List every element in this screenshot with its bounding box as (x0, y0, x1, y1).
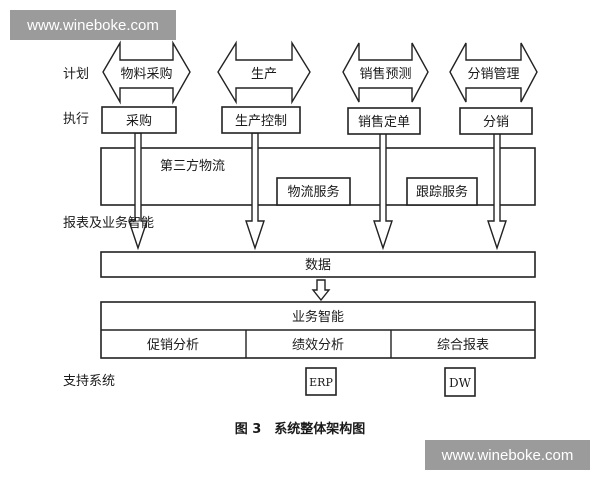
bi-box: 业务智能 促销分析 绩效分析 综合报表 (100, 301, 536, 359)
svg-text:第三方物流: 第三方物流 (160, 158, 225, 174)
svg-text:生产控制: 生产控制 (235, 114, 287, 129)
plan-arrow-3: 销售预测 (342, 42, 429, 103)
svg-text:生产: 生产 (251, 67, 277, 82)
bi-item-report: 综合报表 (437, 338, 489, 353)
bi-item-performance: 绩效分析 (292, 338, 344, 353)
plan-arrow-1: 物料采购 (102, 40, 191, 105)
bi-title: 业务智能 (292, 309, 344, 325)
down-arrow-1 (128, 132, 148, 251)
watermark-bottom: www.wineboke.com (425, 440, 590, 470)
svg-text:分销: 分销 (483, 115, 509, 130)
label-execute: 执行 (63, 112, 89, 127)
svg-text:销售定单: 销售定单 (358, 114, 410, 130)
svg-text:销售预测: 销售预测 (359, 66, 411, 82)
erp-box: ERP (305, 367, 337, 396)
logistics-box: 第三方物流 物流服务 跟踪服务 (100, 147, 536, 206)
svg-text:物料采购: 物料采购 (120, 66, 172, 82)
down-arrow-2 (245, 132, 265, 251)
svg-text:数据: 数据 (305, 258, 331, 273)
figure-caption: 图 3 系统整体架构图 (235, 421, 366, 437)
tracking-service: 跟踪服务 (416, 184, 468, 200)
label-support: 支持系统 (63, 374, 115, 389)
dw-box: DW (444, 367, 476, 397)
svg-text:分销管理: 分销管理 (467, 67, 519, 82)
svg-text:ERP: ERP (309, 376, 333, 389)
svg-text:DW: DW (449, 376, 472, 390)
small-down-arrow (311, 279, 331, 302)
label-report: 报表及业务智能 (63, 215, 154, 231)
logistics-service: 物流服务 (287, 184, 339, 200)
watermark-top: www.wineboke.com (10, 10, 176, 40)
plan-arrow-2: 生产 (217, 40, 311, 105)
plan-arrow-4: 分销管理 (449, 42, 538, 103)
down-arrow-4 (487, 132, 507, 251)
svg-text:采购: 采购 (126, 113, 152, 129)
bi-item-promotion: 促销分析 (147, 338, 199, 353)
execute-box-1: 采购 (101, 106, 177, 134)
execute-box-3: 销售定单 (347, 107, 421, 135)
data-box: 数据 (100, 251, 536, 278)
execute-box-4: 分销 (459, 107, 533, 135)
down-arrow-3 (373, 132, 393, 251)
label-plan: 计划 (63, 67, 89, 82)
execute-box-2: 生产控制 (221, 106, 301, 134)
